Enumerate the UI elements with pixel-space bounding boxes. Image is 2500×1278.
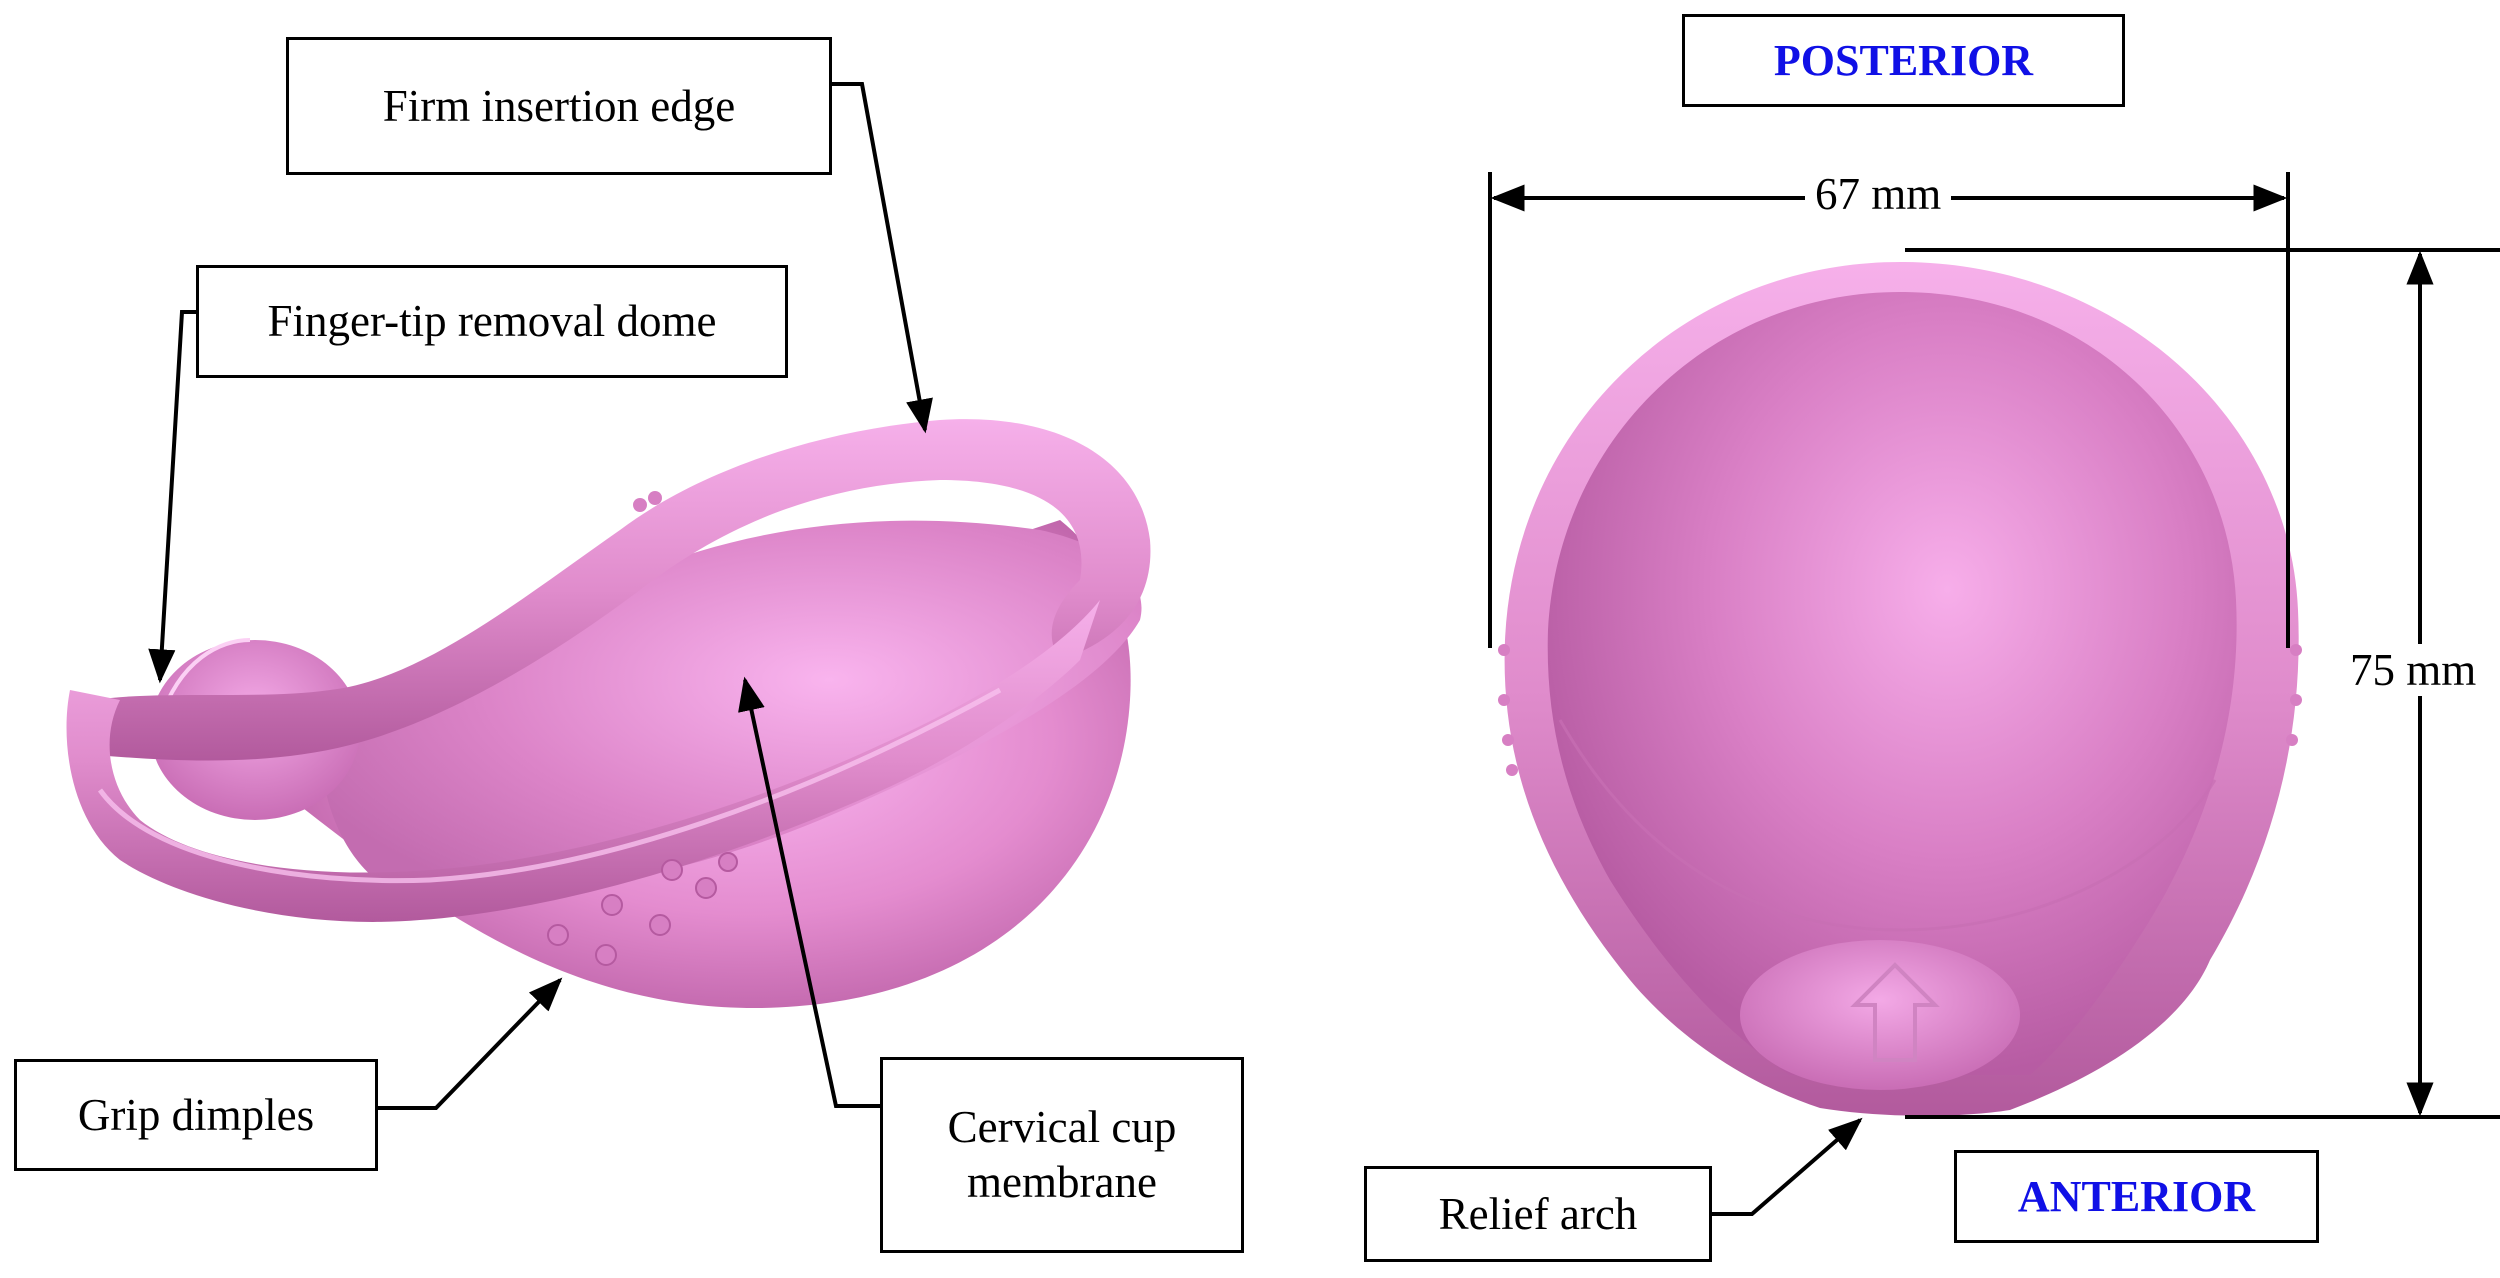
label-firm-insertion-edge: Firm insertion edge <box>286 37 832 175</box>
leader-relief-arch <box>1712 1117 1863 1216</box>
leader-cervical-cup <box>738 676 880 1108</box>
width-dimension: 67 mm <box>1805 168 1952 220</box>
leader-lines-left <box>148 82 933 1110</box>
label-grip-dimples: Grip dimples <box>14 1059 378 1171</box>
grip-dimples <box>547 852 738 966</box>
leader-firm-edge <box>832 82 933 434</box>
height-dimension: 75 mm <box>2340 644 2487 696</box>
firm-insertion-edge <box>95 419 1151 761</box>
label-relief-arch: Relief arch <box>1364 1166 1712 1262</box>
device-side-view <box>66 419 1151 1009</box>
top-view-grip-dimples <box>1498 644 2302 776</box>
arrow-emboss-icon <box>1850 962 1940 1062</box>
top-view-cup <box>1547 292 2237 1075</box>
leader-removal-dome <box>148 310 196 684</box>
device-top-view <box>1498 262 2302 1116</box>
leader-grip-dimples <box>378 977 563 1110</box>
label-posterior: POSTERIOR <box>1682 14 2125 107</box>
label-anterior: ANTERIOR <box>1954 1150 2319 1243</box>
top-view-removal-dome <box>1740 940 2020 1090</box>
cervical-cup-membrane <box>320 520 1142 900</box>
label-finger-tip-removal-dome: Finger-tip removal dome <box>196 265 788 378</box>
label-cervical-cup-membrane: Cervical cup membrane <box>880 1057 1244 1253</box>
